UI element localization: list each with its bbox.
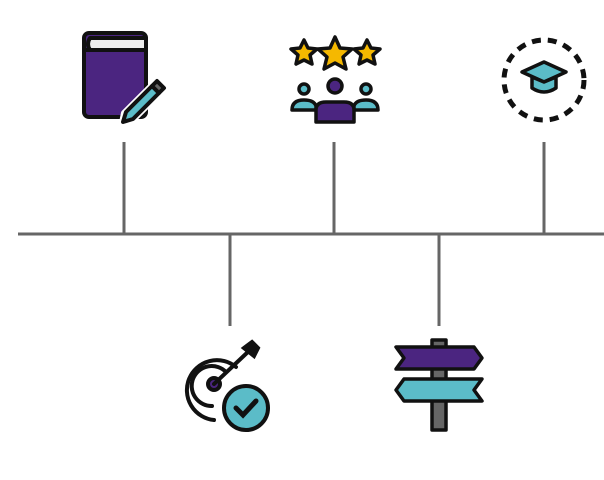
target-check-icon <box>184 339 270 432</box>
signpost-icon <box>394 338 484 432</box>
star-icon <box>316 35 354 71</box>
book-pencil-icon <box>82 31 166 126</box>
graduation-cap-icon <box>501 37 587 123</box>
team-rating-stars-icon <box>289 35 382 124</box>
star-icon <box>352 38 382 66</box>
timeline-axis <box>18 142 604 326</box>
star-icon <box>289 38 319 66</box>
